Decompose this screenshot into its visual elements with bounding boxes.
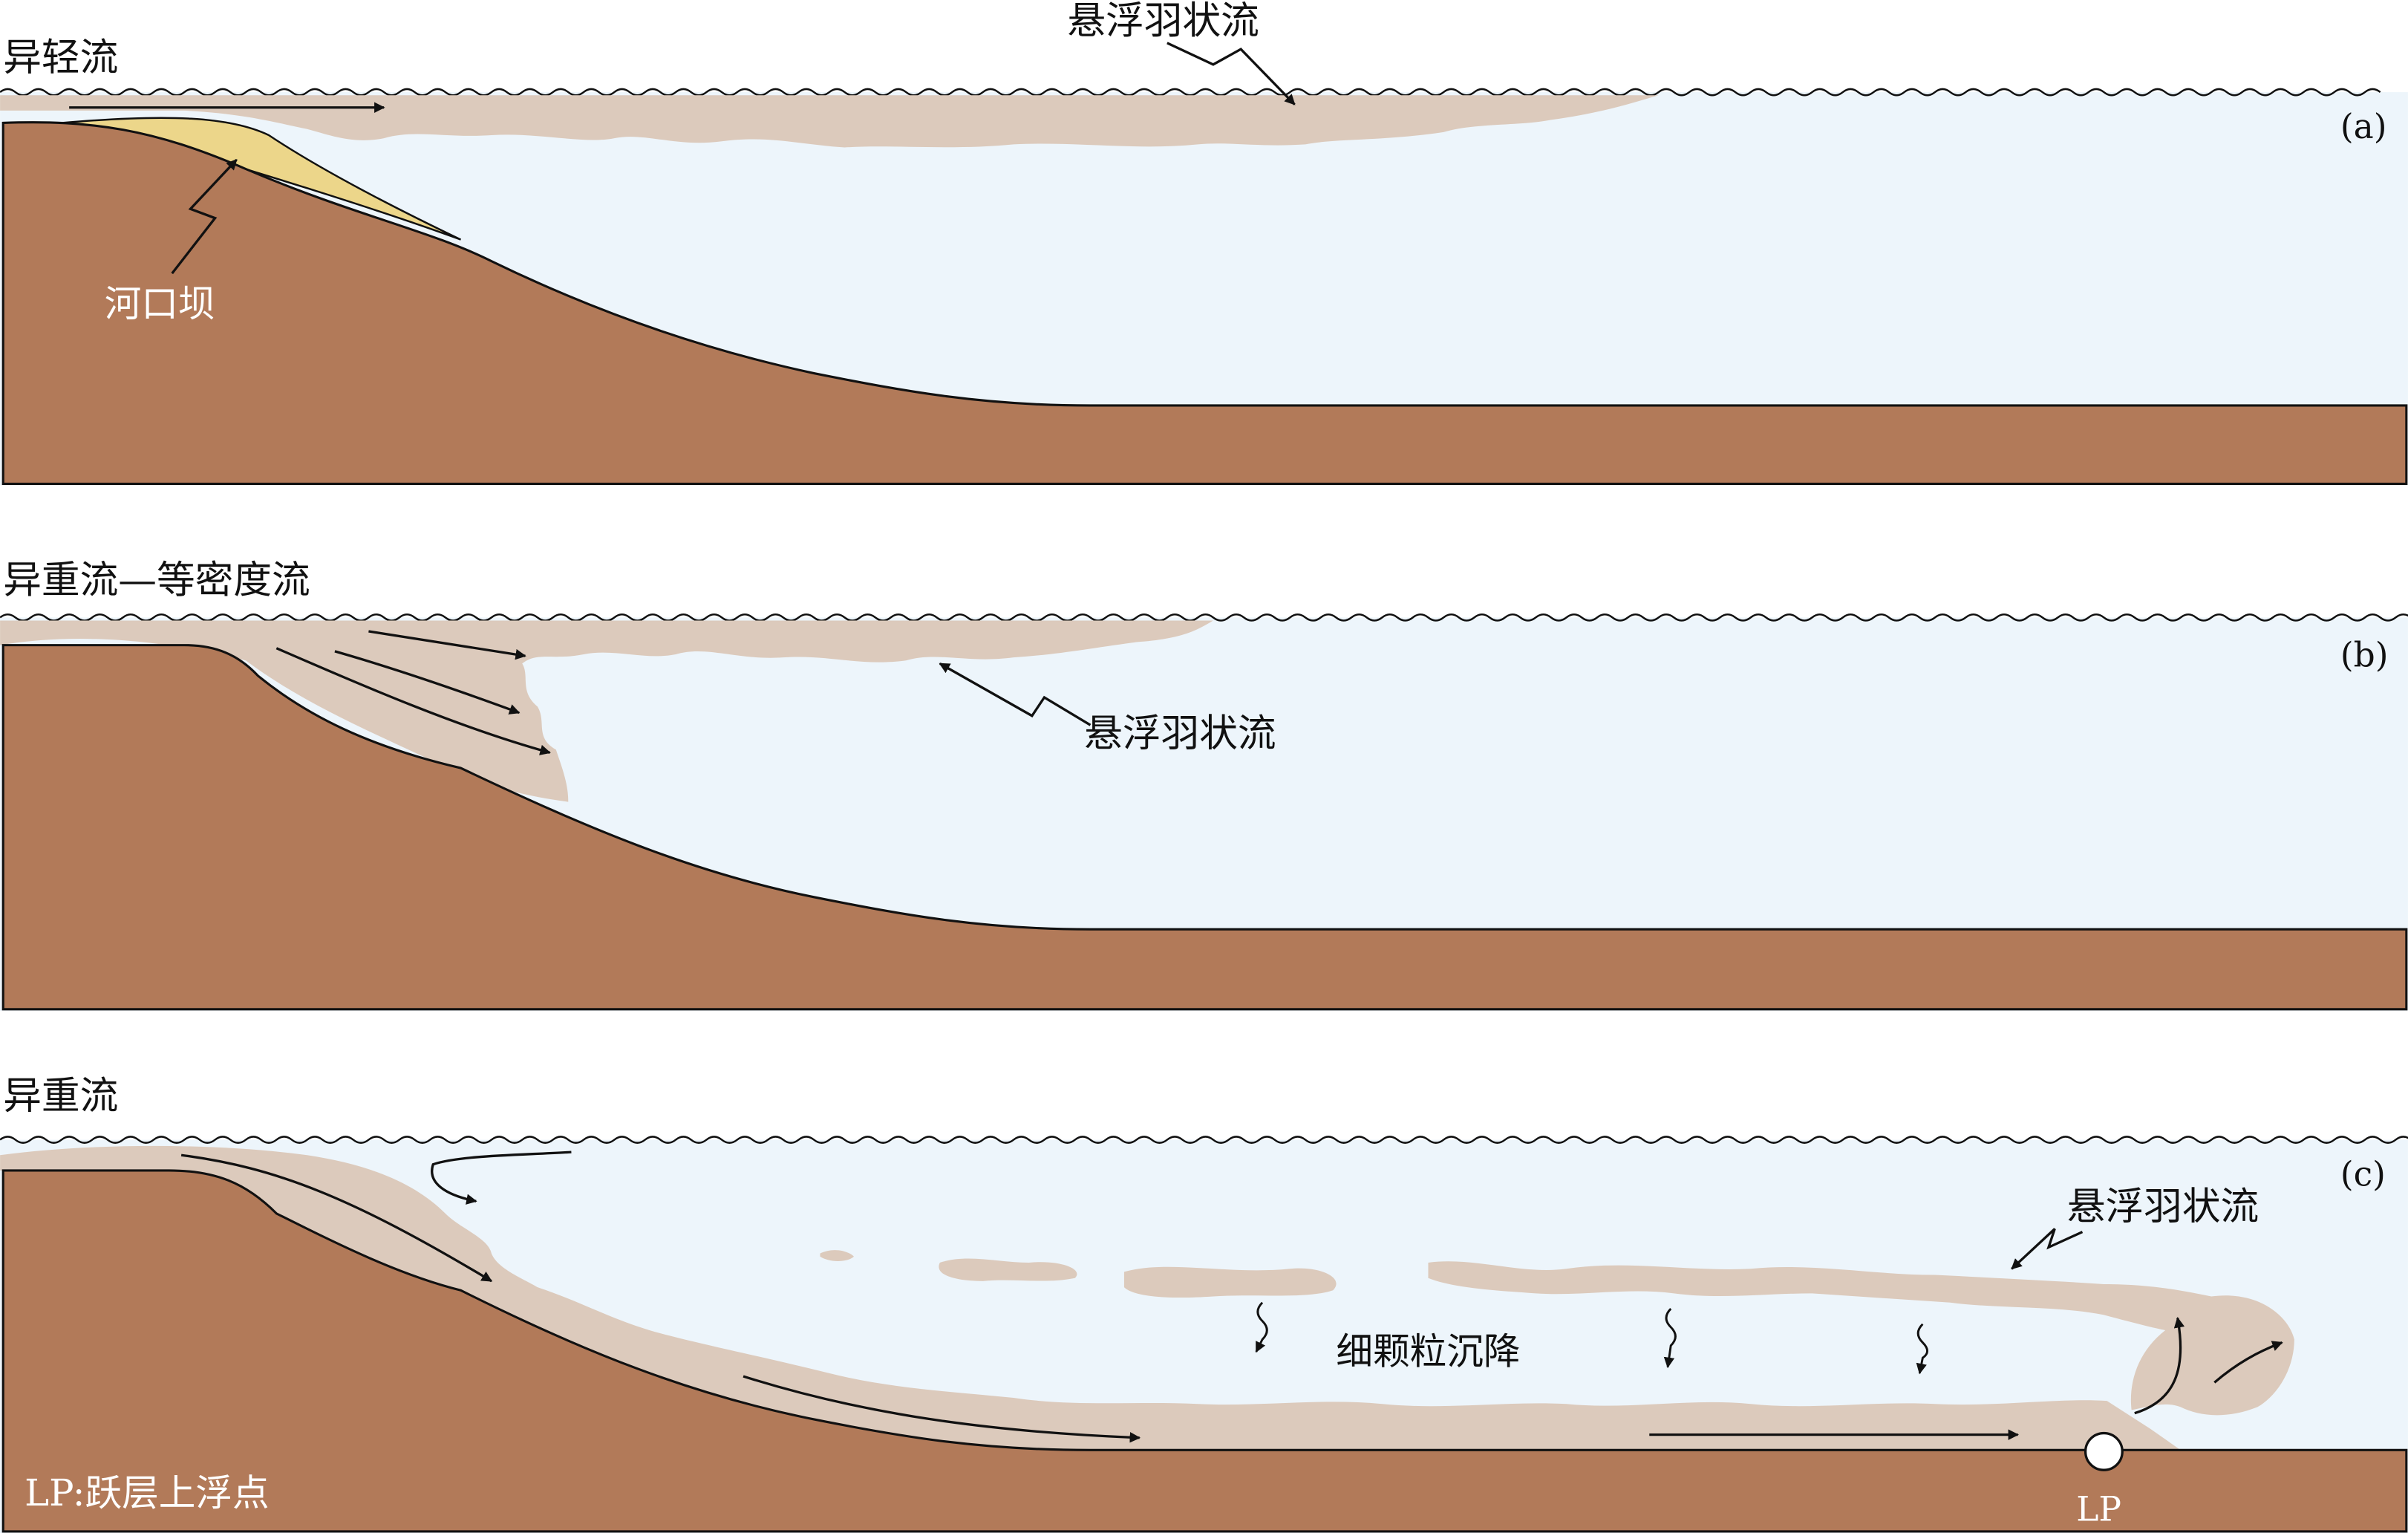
panel-c-title: 异重流	[3, 1074, 118, 1119]
panel-c-basin-arrow-1	[743, 1375, 1141, 1443]
panel-c-plume-label: 悬浮羽状流	[2067, 1185, 2259, 1229]
panel-a: 异轻流 悬浮羽状流 (a) 河口坝	[0, 0, 2408, 486]
panel-c: 异重流 (c) 悬浮羽状流 细颗粒沉降 LP LP:跃层上浮点	[0, 1074, 2408, 1533]
panel-a-tag: (a)	[2340, 107, 2387, 146]
panel-c-plume-leader	[2011, 1228, 2084, 1270]
panel-b-arrow-3	[275, 647, 551, 755]
panel-c-detached-plume	[1428, 1261, 2294, 1416]
panel-c-plume-blob-1	[1123, 1266, 1337, 1298]
panel-c-sediment	[1, 1169, 2408, 1533]
panel-c-settling-label: 细颗粒沉降	[1336, 1330, 1520, 1373]
panel-a-title: 异轻流	[3, 36, 118, 80]
panel-b-arrow-2	[334, 650, 521, 715]
panel-a-bar-label: 河口坝	[105, 282, 215, 325]
panel-c-settling-arrow-1	[1255, 1301, 1268, 1353]
panel-c-lp-label: LP	[2076, 1489, 2121, 1529]
panel-c-liftoff-arrow-1	[2134, 1317, 2185, 1415]
panel-a-plume-leader	[1167, 42, 1296, 105]
panel-c-settling-arrow-2	[1663, 1308, 1677, 1369]
panel-c-slope-arrow	[180, 1153, 493, 1283]
panel-a-sediment	[1, 121, 2408, 486]
panel-b-title: 异重流—等密度流	[3, 558, 310, 602]
panel-c-lift-point-marker	[2084, 1431, 2124, 1471]
panel-c-plume-blob-3	[820, 1250, 854, 1261]
panel-c-eddy-arrow	[431, 1150, 572, 1205]
panel-b-plume-label: 悬浮羽状流	[1084, 712, 1276, 756]
panel-a-bar-leader	[171, 158, 238, 275]
panel-a-plume-label: 悬浮羽状流	[1067, 0, 1259, 43]
panel-c-liftoff-arrow-2	[2213, 1341, 2283, 1384]
panel-a-water-surface	[0, 88, 2381, 97]
panel-b-tag: (b)	[2340, 636, 2389, 675]
panel-b-plume	[0, 620, 1213, 802]
panel-c-legend: LP:跃层上浮点	[25, 1471, 269, 1514]
panel-b-arrow-1	[368, 630, 526, 660]
panel-b-water-surface	[0, 613, 2408, 622]
panel-a-surface-plume	[0, 95, 1659, 148]
panel-c-water-surface	[0, 1136, 2408, 1144]
panel-c-plume-blob-2	[939, 1258, 1077, 1281]
panel-b: 异重流—等密度流 (b) 悬浮羽状流	[0, 558, 2408, 1011]
panel-b-plume-leader	[939, 662, 1092, 726]
panel-b-sediment	[1, 644, 2408, 1011]
panel-c-settling-arrow-3	[1916, 1323, 1929, 1375]
panel-c-tag: (c)	[2340, 1155, 2386, 1194]
